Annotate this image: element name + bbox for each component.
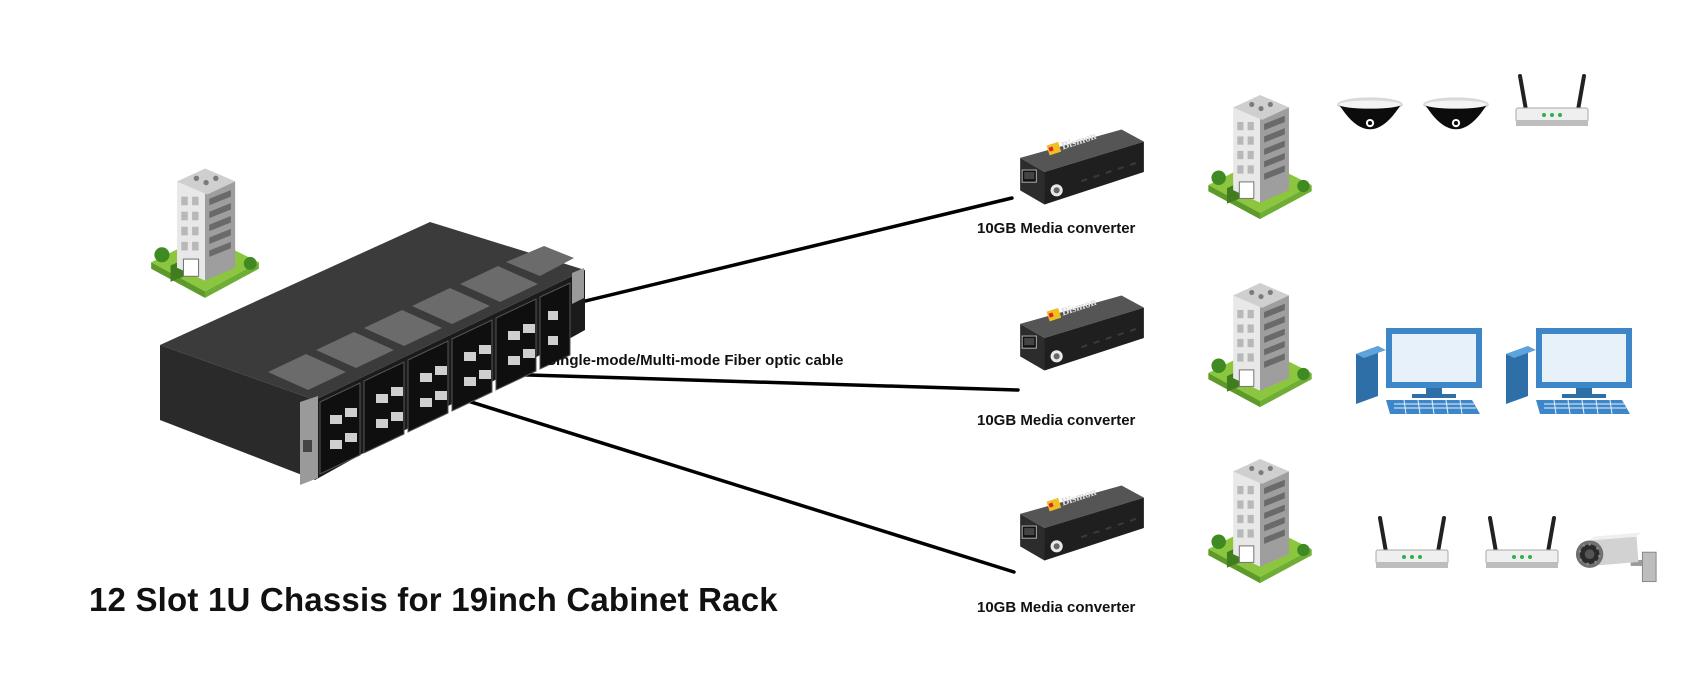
dome-camera-icon: [1423, 97, 1489, 130]
dome-camera-icon: [1337, 97, 1403, 130]
media-converter-2: [1019, 294, 1145, 372]
desktop-computer-icon: [1506, 327, 1633, 415]
desktop-computer-icon: [1356, 327, 1483, 415]
building-icon: [1207, 94, 1313, 220]
building-icon: [150, 168, 260, 299]
converter-label-1: 10GB Media converter: [977, 220, 1136, 237]
rack-chassis: [160, 222, 585, 485]
cable-label: Single-mode/Multi-mode Fiber optic cable: [546, 352, 844, 369]
diagram-title: 12 Slot 1U Chassis for 19inch Cabinet Ra…: [89, 581, 778, 618]
bullet-camera-icon: [1575, 532, 1657, 583]
converter-label-3: 10GB Media converter: [977, 599, 1136, 616]
wireless-router-icon: [1374, 516, 1450, 570]
media-converter-3: [1019, 484, 1145, 562]
cable-to-converter-3: [418, 384, 1016, 574]
building-icon: [1207, 282, 1313, 408]
wireless-router-icon: [1514, 74, 1590, 128]
wireless-router-icon: [1484, 516, 1560, 570]
media-converter-1: [1019, 128, 1145, 206]
building-icon: [1207, 458, 1313, 584]
converter-label-2: 10GB Media converter: [977, 412, 1136, 429]
